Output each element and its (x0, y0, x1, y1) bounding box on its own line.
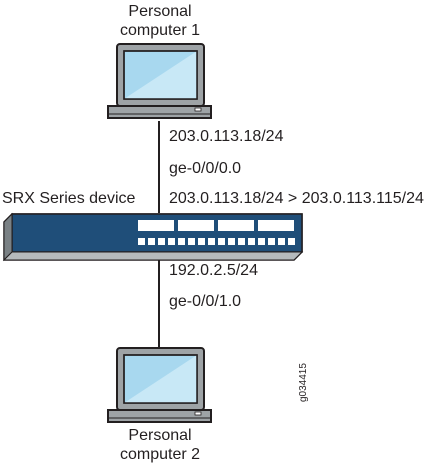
pc1-label-line1: Personal (128, 3, 192, 20)
port (258, 238, 265, 245)
port (148, 238, 155, 245)
device-label: SRX Series device (2, 190, 136, 207)
pc1-label: Personal computer 1 (100, 2, 220, 40)
link-top-ip: 203.0.113.18/24 (169, 128, 284, 145)
port (158, 238, 165, 245)
port (198, 238, 205, 245)
port (228, 238, 235, 245)
port (218, 238, 225, 245)
laptop-icon-pc2 (107, 347, 212, 423)
port-block (138, 220, 174, 231)
link-bottom-interface: ge-0/0/1.0 (169, 293, 242, 310)
port (238, 238, 245, 245)
port (138, 238, 145, 245)
nat-rule: 203.0.113.18/24 > 203.0.113.115/24 (169, 190, 424, 207)
figure-id: g034415 (298, 363, 309, 402)
port (268, 238, 275, 245)
pc2-label: Personal computer 2 (100, 426, 220, 464)
port (168, 238, 175, 245)
pc2-label-line2: computer 2 (119, 446, 201, 463)
device-ports (138, 220, 295, 245)
port (288, 238, 295, 245)
port-block (178, 220, 214, 231)
laptop-icon-pc1 (107, 43, 212, 119)
link-bottom-ip: 192.0.2.5/24 (169, 262, 258, 279)
port (278, 238, 285, 245)
port-block (218, 220, 254, 231)
port (248, 238, 255, 245)
port (188, 238, 195, 245)
port (208, 238, 215, 245)
link-top-interface: ge-0/0/0.0 (169, 160, 242, 177)
pc2-label-line1: Personal (128, 427, 192, 444)
port-block (258, 220, 294, 231)
pc1-label-line2: computer 1 (119, 22, 201, 39)
port (178, 238, 185, 245)
